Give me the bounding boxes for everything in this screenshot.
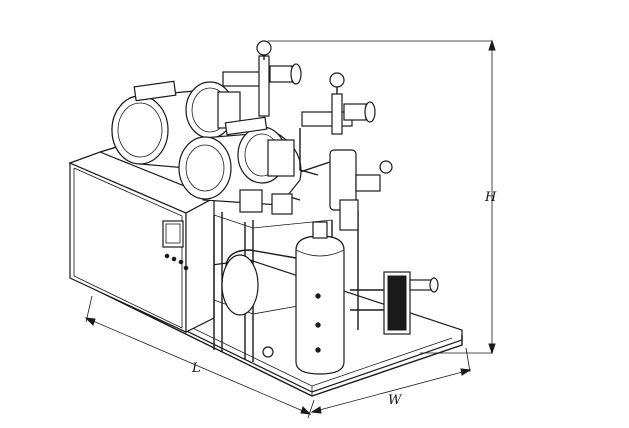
valve-handwheel-icon <box>379 160 393 174</box>
indicator-light <box>183 265 189 271</box>
hmi-screen <box>162 220 184 248</box>
indicator-light <box>171 256 177 262</box>
valve-handwheel-icon <box>256 40 272 56</box>
plate-heat-exchanger <box>350 271 439 335</box>
dimension-height: H <box>268 39 497 355</box>
width-label: W <box>388 393 403 408</box>
valve-handwheel-icon <box>329 72 345 88</box>
height-label: H <box>484 190 497 205</box>
liquid-receiver <box>295 221 345 375</box>
indicator-light <box>178 259 184 265</box>
length-label: L <box>191 361 201 376</box>
dimension-width: W <box>310 347 472 414</box>
dimension-length: L <box>84 295 315 419</box>
oil-separator <box>329 149 393 231</box>
control-panel <box>68 151 216 333</box>
compressor-front <box>178 116 302 215</box>
suction-piping <box>221 249 297 358</box>
indicator-light <box>164 253 170 259</box>
discharge-piping <box>222 40 376 176</box>
